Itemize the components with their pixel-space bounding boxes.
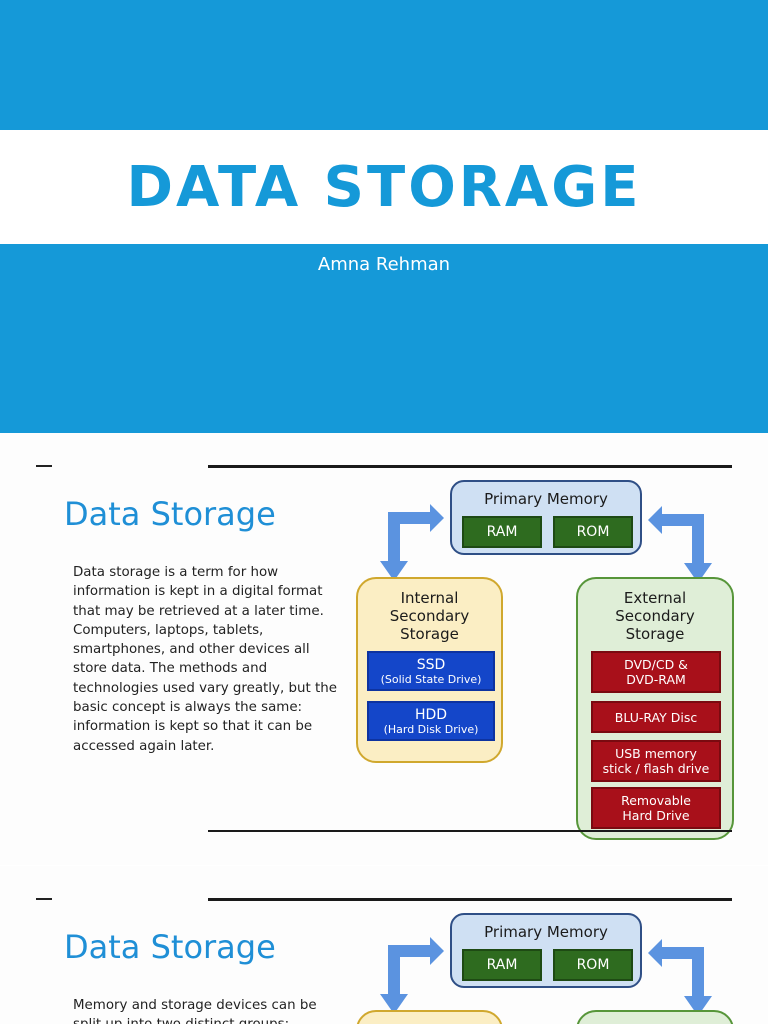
ssd-sublabel: (Solid State Drive) (380, 672, 482, 686)
bluray-chip: BLU-RAY Disc (591, 701, 721, 733)
removable-label-line2: Hard Drive (622, 808, 690, 823)
removable-drive-chip: Removable Hard Drive (591, 787, 721, 829)
slide-dash-mark (36, 465, 52, 467)
top-rule (208, 465, 732, 468)
ram-label: RAM (486, 957, 518, 973)
slide-body-text: Memory and storage devices can be split … (73, 998, 317, 1024)
slide-data-storage-2: Data Storage Memory and storage devices … (0, 866, 768, 1024)
ram-chip: RAM (462, 949, 542, 981)
top-rule (208, 898, 732, 901)
internal-title-line: Storage (400, 625, 459, 643)
slide-title: Data Storage (64, 495, 276, 533)
dvd-label-line2: DVD-RAM (626, 672, 686, 687)
cover-slide: DATA STORAGE Amna Rehman (0, 0, 768, 433)
bluray-label: BLU-RAY Disc (614, 709, 698, 725)
internal-storage-box (356, 1010, 503, 1024)
external-storage-box: External Secondary Storage DVD/CD & DVD-… (576, 577, 734, 840)
dvd-chip: DVD/CD & DVD-RAM (591, 651, 721, 693)
primary-memory-title: Primary Memory (484, 923, 608, 941)
title-band: DATA STORAGE (0, 130, 768, 244)
slide-dash-mark (36, 898, 52, 900)
presentation-title: DATA STORAGE (126, 154, 642, 220)
primary-memory-title: Primary Memory (484, 490, 608, 508)
external-storage-title: External Secondary Storage (578, 589, 732, 643)
slide-body-text: Data storage is a term for how informati… (73, 565, 337, 754)
external-title-line: Secondary (615, 607, 695, 625)
hdd-label: HDD (414, 706, 448, 723)
bottom-rule (208, 830, 732, 832)
external-title-line: External (623, 589, 687, 607)
hdd-sublabel: (Hard Disk Drive) (383, 722, 479, 736)
usb-label-line1: USB memory (615, 746, 697, 761)
author-name: Amna Rehman (317, 254, 451, 275)
hdd-chip: HDD (Hard Disk Drive) (367, 701, 495, 741)
internal-title-line: Secondary (389, 607, 470, 625)
usb-chip: USB memory stick / flash drive (591, 740, 721, 782)
ram-label: RAM (486, 524, 518, 540)
arrow-primary-to-external-icon (648, 939, 712, 1016)
rom-label: ROM (576, 957, 610, 973)
slide-data-storage-1: Data Storage Data storage is a term for … (0, 433, 768, 865)
rom-chip: ROM (553, 949, 633, 981)
dvd-label-line1: DVD/CD & (624, 657, 688, 672)
usb-label-line2: stick / flash drive (602, 761, 710, 776)
removable-label-line1: Removable (621, 793, 691, 808)
internal-storage-box: Internal Secondary Storage SSD (Solid St… (356, 577, 503, 763)
ram-chip: RAM (462, 516, 542, 548)
arrow-primary-to-external-icon (648, 506, 712, 583)
slide-title: Data Storage (64, 928, 276, 966)
external-title-line: Storage (625, 625, 685, 643)
rom-label: ROM (576, 524, 610, 540)
ssd-chip: SSD (Solid State Drive) (367, 651, 495, 691)
primary-memory-box: Primary Memory RAM ROM (450, 913, 642, 988)
arrow-primary-to-internal-icon (380, 937, 444, 1014)
ssd-label: SSD (416, 656, 446, 673)
rom-chip: ROM (553, 516, 633, 548)
internal-storage-title: Internal Secondary Storage (358, 589, 501, 643)
arrow-primary-to-internal-icon (380, 504, 444, 581)
internal-title-line: Internal (400, 589, 459, 607)
external-storage-box (576, 1010, 734, 1024)
primary-memory-box: Primary Memory RAM ROM (450, 480, 642, 555)
